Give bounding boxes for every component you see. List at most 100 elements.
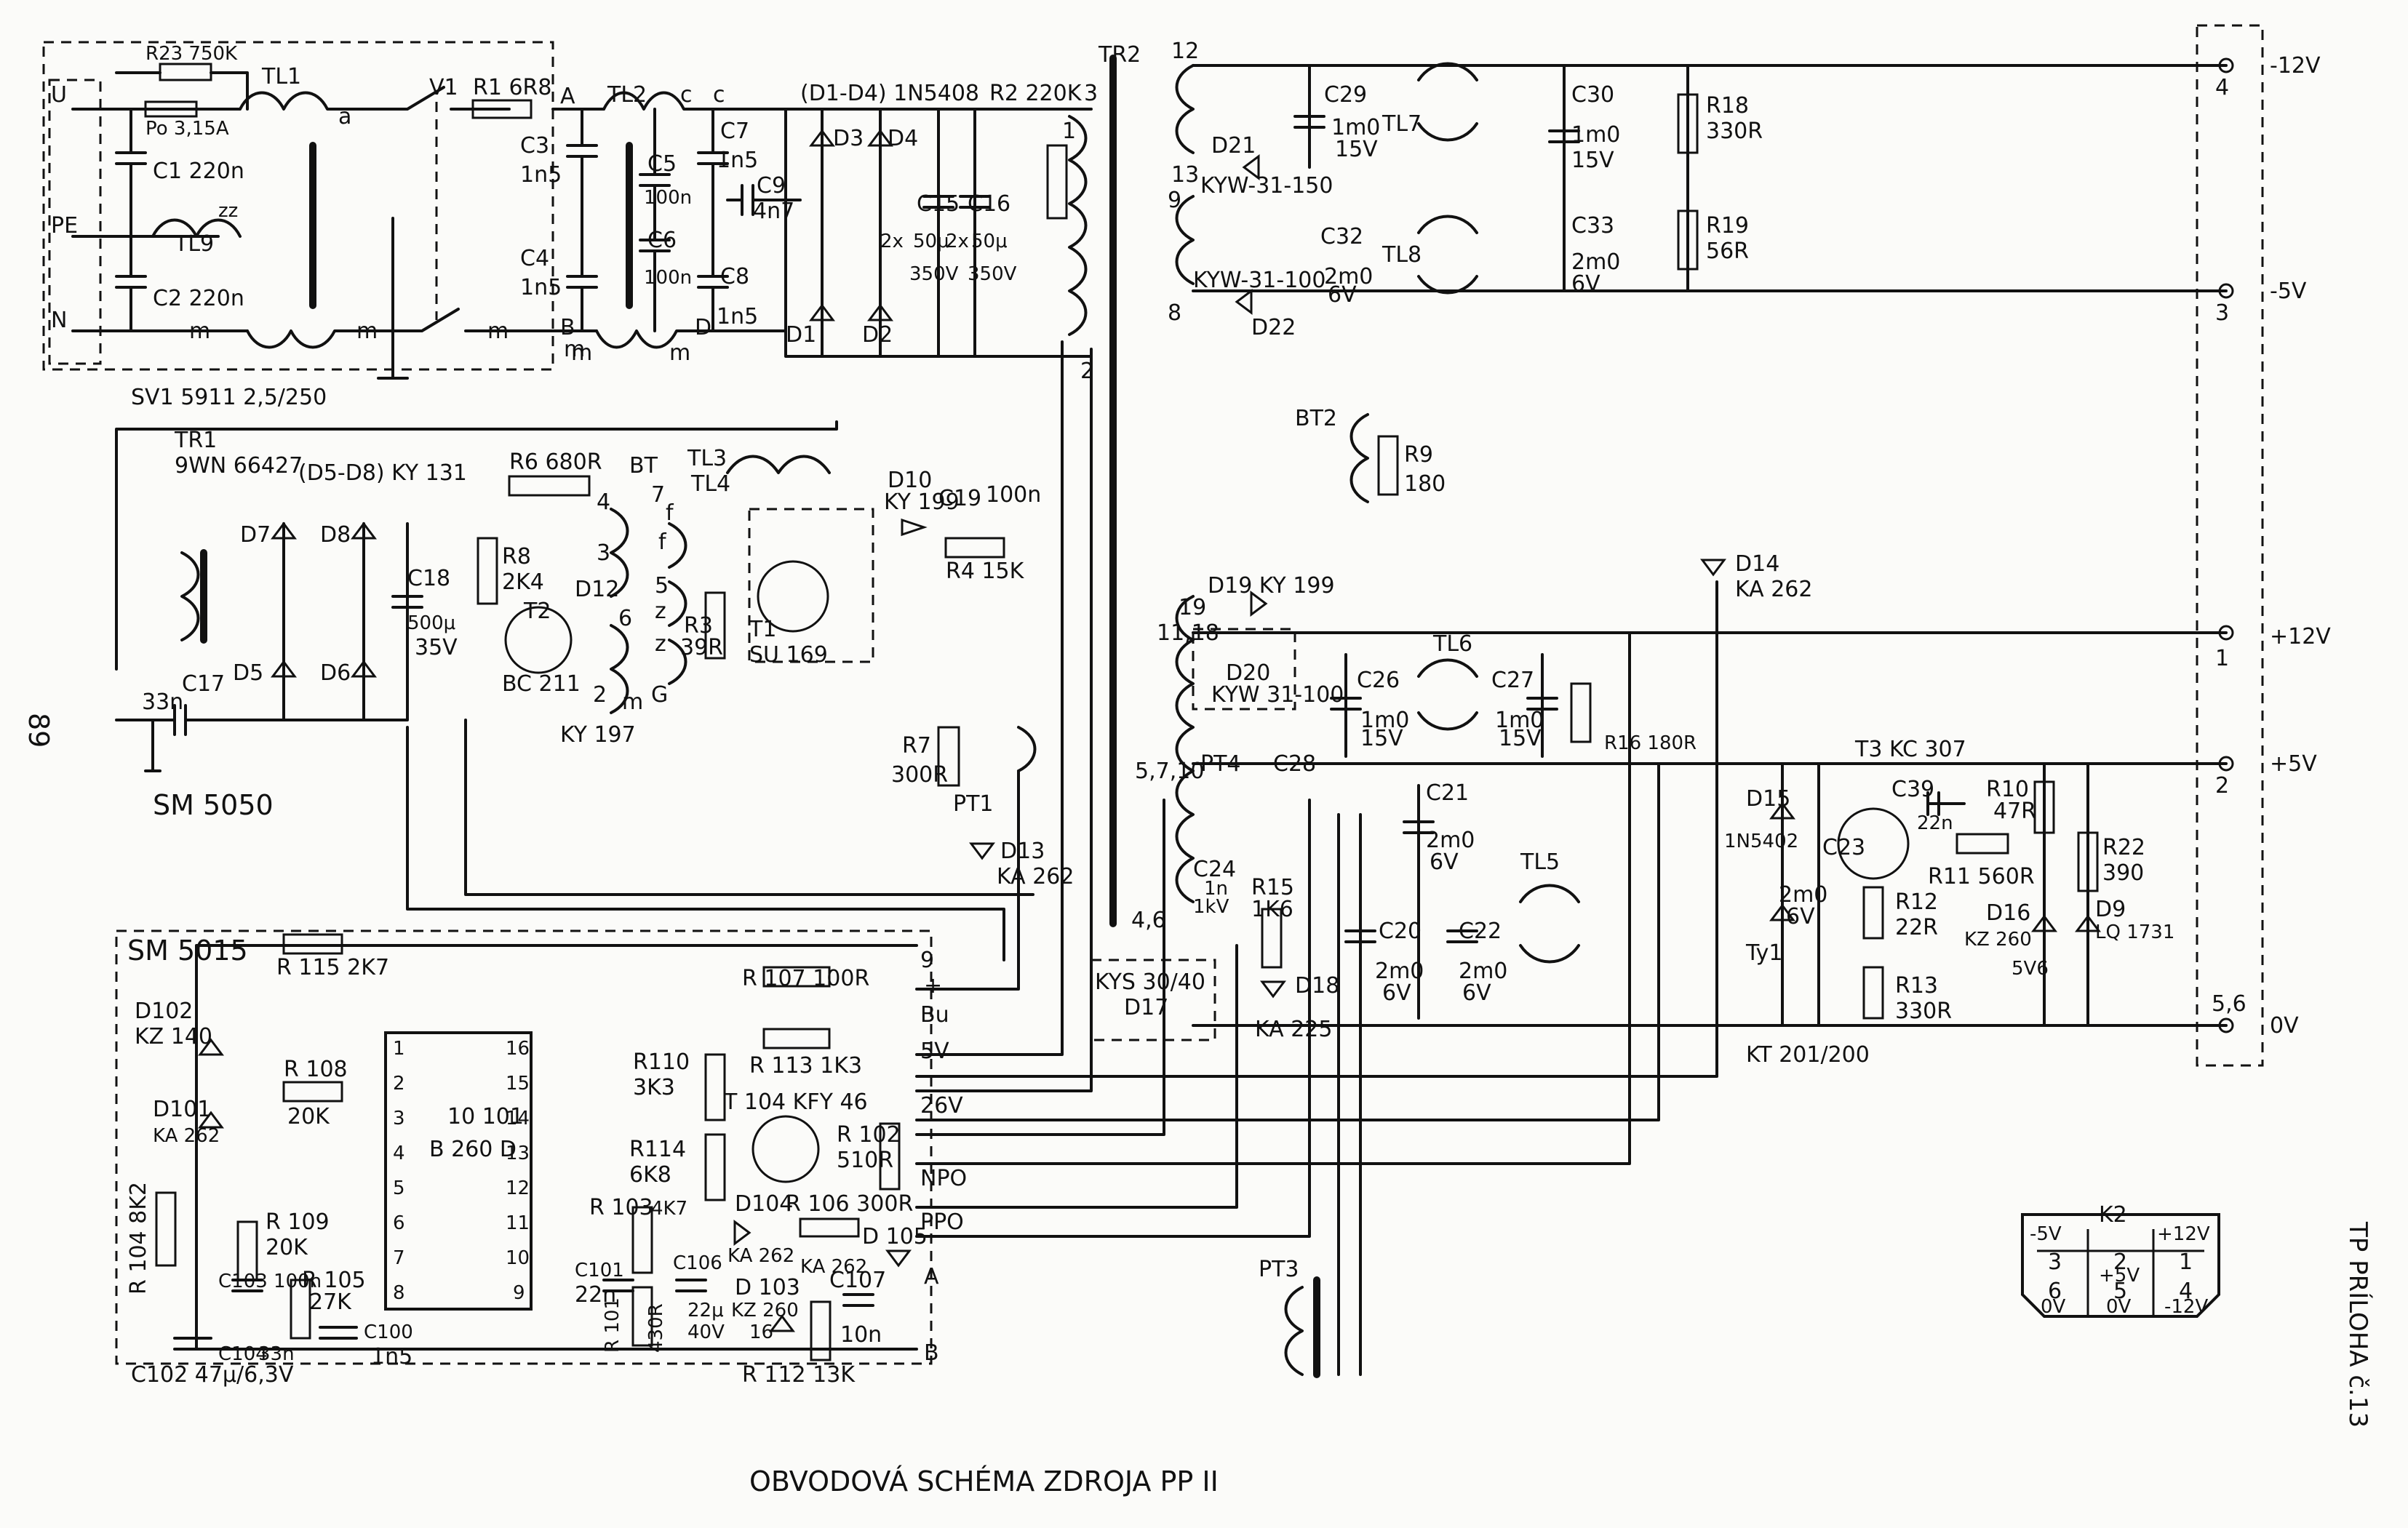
r101-value: 430R xyxy=(645,1303,667,1353)
d105-part-label: KA 262 xyxy=(800,1256,867,1278)
d20-part-label: KYW 31-100 xyxy=(1211,682,1344,708)
r3-label: R3 xyxy=(684,613,713,639)
tl9-dot-label: zz xyxy=(218,200,238,222)
d14-part-label: KA 262 xyxy=(1735,577,1812,602)
c27-voltage: 15V xyxy=(1499,726,1542,751)
c18-label: C18 xyxy=(407,566,450,591)
d9-part-label: LQ 1731 xyxy=(2095,921,2174,943)
c16-label: C16 xyxy=(968,191,1010,217)
terminal-pe-label: PE xyxy=(51,213,78,239)
c17-value: 33n xyxy=(142,689,183,715)
k2-pin-5: 5 xyxy=(2113,1279,2127,1304)
fuse xyxy=(144,100,198,118)
r102-resistor xyxy=(879,1122,901,1191)
r15-value: 1K6 xyxy=(1251,897,1293,922)
k2-pin-6: 6 xyxy=(2048,1279,2062,1304)
v1-label: V1 xyxy=(429,75,458,100)
bt-pin-7: 7 xyxy=(651,482,665,508)
control-board-dashed-box xyxy=(115,929,933,1365)
r104-resistor xyxy=(155,1191,177,1267)
ic-10101 xyxy=(384,1031,533,1311)
c2-label: C2 220n xyxy=(153,286,244,311)
c22-label: C22 xyxy=(1459,919,1502,944)
tl5-label: TL5 xyxy=(1520,849,1560,875)
r105-resistor xyxy=(290,1279,311,1340)
r2-resistor xyxy=(1046,144,1068,220)
tl1-lower-coil xyxy=(246,329,394,349)
r108-label: R 108 xyxy=(284,1057,348,1082)
r8-value: 2K4 xyxy=(502,569,544,595)
t2-transistor xyxy=(504,606,573,674)
ic-pin-16: 16 xyxy=(506,1038,530,1060)
pin-1-terminal xyxy=(2218,625,2234,641)
sv1-label: SV1 5911 2,5/250 xyxy=(131,385,327,410)
r12-label: R12 xyxy=(1895,889,1938,915)
c27-label: C27 xyxy=(1491,668,1534,693)
pin-5-6-terminal xyxy=(2218,1017,2234,1033)
d18-part-label: KA 225 xyxy=(1255,1017,1332,1042)
r110-resistor xyxy=(704,1053,726,1121)
start-section: TR1 9WN 66427 (D5-D8) KY 131 D7 D8 D5 D6… xyxy=(115,420,1074,889)
d15-part-label: 1N5402 xyxy=(1724,831,1798,852)
bridge-branches xyxy=(821,108,976,358)
r106-label: R 106 300R xyxy=(786,1191,913,1217)
m-label-1: m xyxy=(189,319,210,344)
c4-value: 1n5 xyxy=(520,275,562,300)
t2-label: T2 xyxy=(523,599,551,624)
tl5-coil xyxy=(1519,884,1580,964)
r104-label: R 104 8K2 xyxy=(126,1182,151,1295)
c5-c6-capacitors xyxy=(639,108,671,332)
r108-value: 20K xyxy=(287,1104,330,1129)
c5-label: C5 xyxy=(647,151,677,177)
v1-switch xyxy=(362,86,554,332)
c24-label: C24 xyxy=(1193,857,1236,882)
r112-resistor xyxy=(810,1300,832,1361)
d101-part-label: KA 262 xyxy=(153,1125,220,1147)
tr2-secondary-windings xyxy=(1175,64,1195,903)
r7-label: R7 xyxy=(902,733,931,759)
conn-pin-a: A xyxy=(924,1264,939,1289)
c9-capacitor xyxy=(726,184,802,216)
r106-resistor xyxy=(799,1217,860,1238)
tr2-pin-8: 8 xyxy=(1168,300,1181,326)
k2-neg12v: -12V xyxy=(2164,1296,2208,1318)
bt-label: BT xyxy=(629,453,658,479)
r10-label: R10 xyxy=(1986,777,2029,802)
d21-part-label: KYW-31-150 xyxy=(1200,173,1333,199)
c29-value: 1m0 xyxy=(1331,115,1380,140)
bt-pin-z1: z xyxy=(655,599,666,624)
input-section: U PE N R23 750K Po 3,15A TL1 C1 220n C2 … xyxy=(42,41,585,410)
k2-pos5v: +5V xyxy=(2099,1265,2140,1287)
r3-resistor xyxy=(704,591,726,660)
c106-label: C106 xyxy=(673,1252,722,1274)
r9-value: 180 xyxy=(1404,471,1446,497)
c22-voltage: 6V xyxy=(1462,980,1491,1006)
terminal-n-label: N xyxy=(51,308,67,333)
regulator-section: D15 1N5402 C23 2m0 6V Ty1 KT 201/200 T3 … xyxy=(1724,737,2174,1068)
bt-pin-2: 2 xyxy=(593,682,607,708)
ic-pin-1: 1 xyxy=(393,1038,405,1060)
c18-capacitor xyxy=(391,595,423,609)
c39-label: C39 xyxy=(1891,777,1934,802)
control-board: SM 5015 10 101 B 260 D 1 2 3 4 5 6 7 8 1… xyxy=(115,929,1320,1388)
r107-label: R 107 100R xyxy=(742,966,869,991)
c101-value: 22n xyxy=(575,1282,616,1308)
c15-c16-capacitors xyxy=(922,195,991,209)
c103-label: C103 100n xyxy=(218,1271,322,1292)
c107-value: 10n xyxy=(840,1322,882,1348)
r10-value: 47R xyxy=(1993,799,2036,824)
c8-value: 1n5 xyxy=(717,304,758,329)
r6-label: R6 680R xyxy=(509,449,602,475)
c106-value: 22μ xyxy=(687,1300,724,1321)
d22-label: D22 xyxy=(1251,315,1296,340)
c3-c4-capacitors xyxy=(551,108,605,332)
input-terminal-box xyxy=(48,79,102,365)
r114-label: R114 xyxy=(629,1137,686,1162)
output-neg12v-label: -12V xyxy=(2270,53,2321,79)
c7-label: C7 xyxy=(720,119,749,144)
d21-label: D21 xyxy=(1211,133,1256,159)
c1-c2-capacitors xyxy=(115,108,147,332)
d16-zener xyxy=(2031,914,2057,932)
c6-label: C6 xyxy=(647,228,677,253)
